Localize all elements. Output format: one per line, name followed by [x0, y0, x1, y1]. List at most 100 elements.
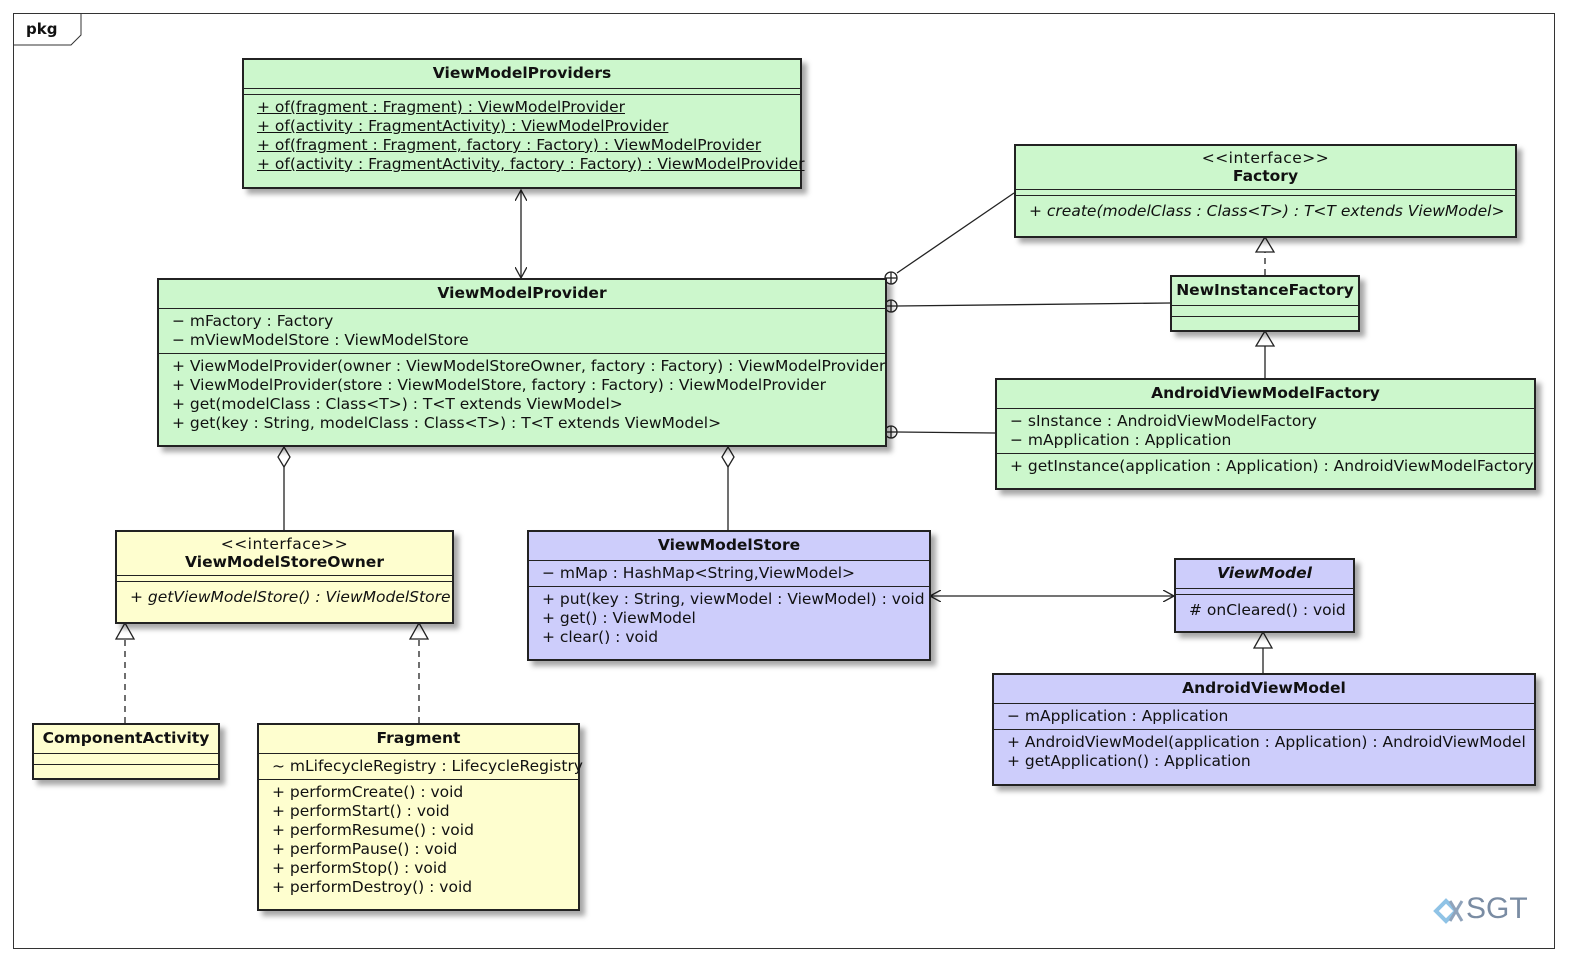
class-viewmodelprovider[interactable]: ViewModelProvider − mFactory : Factory −… [157, 278, 887, 447]
operation: + create(modelClass : Class<T>) : T<T ex… [1029, 202, 1505, 220]
class-viewmodel[interactable]: ViewModel # onCleared() : void [1174, 558, 1355, 633]
class-header: ViewModelProviders [244, 60, 800, 89]
class-header: <<interface>> ViewModelStoreOwner [117, 532, 452, 576]
class-header: Fragment [259, 725, 578, 754]
class-viewmodelproviders[interactable]: ViewModelProviders + of(fragment : Fragm… [242, 58, 805, 189]
attribute: ~ mLifecycleRegistry : LifecycleRegistry [272, 757, 583, 775]
generalization-triangle-viewmodel [1252, 630, 1274, 649]
class-name: ComponentActivity [42, 729, 210, 747]
operation: + of(fragment : Fragment) : ViewModelPro… [257, 98, 625, 116]
class-androidviewmodel[interactable]: AndroidViewModel − mApplication : Applic… [992, 673, 1536, 786]
package-label: pkg [26, 20, 58, 38]
edge-newinstancefactory-nesting [896, 302, 1171, 307]
stereotype: <<interface>> [1201, 149, 1330, 167]
attributes-compartment [1172, 306, 1358, 317]
class-name: ViewModelStoreOwner [185, 553, 384, 571]
class-header: ViewModelProvider [159, 280, 885, 309]
operations-compartment: + create(modelClass : Class<T>) : T<T ex… [1016, 196, 1515, 227]
operation: + ViewModelProvider(store : ViewModelSto… [172, 376, 827, 394]
attribute: − mApplication : Application [1007, 707, 1229, 725]
class-fragment[interactable]: Fragment ~ mLifecycleRegistry : Lifecycl… [257, 723, 583, 911]
operation: + put(key : String, viewModel : ViewMode… [542, 590, 925, 608]
class-newinstancefactory[interactable]: NewInstanceFactory [1170, 275, 1360, 332]
attributes-compartment [1176, 589, 1353, 595]
operation: + get() : ViewModel [542, 609, 696, 627]
attributes-compartment: − mApplication : Application [994, 704, 1534, 730]
operation: + of(activity : FragmentActivity, factor… [257, 155, 805, 173]
operation: + get(key : String, modelClass : Class<T… [172, 414, 722, 432]
operation: + get(modelClass : Class<T>) : T<T exten… [172, 395, 623, 413]
operation: + of(activity : FragmentActivity) : View… [257, 117, 669, 135]
operation: + performCreate() : void [272, 783, 464, 801]
operations-compartment: + getViewModelStore() : ViewModelStore [117, 582, 452, 613]
realization-triangle-owner-left [114, 621, 136, 640]
realization-triangle-factory [1254, 235, 1276, 253]
operations-compartment: + AndroidViewModel(application : Applica… [994, 730, 1534, 774]
class-name: Factory [1232, 167, 1299, 185]
sgt-logo-text: SGT [1466, 892, 1528, 925]
attributes-compartment [1016, 190, 1515, 196]
class-name: ViewModelStore [657, 536, 801, 554]
operations-compartment: + getInstance(application : Application)… [997, 454, 1534, 479]
attribute: − mFactory : Factory [172, 312, 334, 330]
operations-compartment [34, 765, 218, 775]
edge-androidviewmodelfactory-nesting [896, 431, 996, 434]
operations-compartment: + performCreate() : void + performStart(… [259, 780, 578, 900]
operations-compartment: # onCleared() : void [1176, 595, 1353, 626]
operations-compartment: + of(fragment : Fragment) : ViewModelPro… [244, 95, 805, 177]
operation: + getInstance(application : Application)… [1010, 457, 1534, 475]
operation: + performPause() : void [272, 840, 458, 858]
stereotype: <<interface>> [220, 535, 349, 553]
class-name: Fragment [376, 729, 461, 747]
edge-factory-nesting [896, 192, 1015, 274]
attributes-compartment [244, 89, 800, 95]
sgt-logo-icon [1433, 898, 1464, 924]
operation: + ViewModelProvider(owner : ViewModelSto… [172, 357, 886, 375]
class-header: NewInstanceFactory [1172, 277, 1358, 306]
attributes-compartment: ~ mLifecycleRegistry : LifecycleRegistry [259, 754, 583, 780]
operation: + AndroidViewModel(application : Applica… [1007, 733, 1526, 751]
aggregation-diamond-owner [277, 445, 291, 469]
attribute: − mViewModelStore : ViewModelStore [172, 331, 469, 349]
attributes-compartment [117, 576, 452, 582]
operation: + getViewModelStore() : ViewModelStore [130, 588, 451, 606]
class-name: ViewModel [1217, 564, 1312, 582]
operation: + performDestroy() : void [272, 878, 473, 896]
class-header: AndroidViewModelFactory [997, 380, 1534, 409]
interface-factory[interactable]: <<interface>> Factory + create(modelClas… [1014, 144, 1517, 238]
operation: + of(fragment : Fragment, factory : Fact… [257, 136, 762, 154]
attribute: − mMap : HashMap<String,ViewModel> [542, 564, 856, 582]
class-header: ViewModel [1176, 560, 1353, 589]
attributes-compartment: − mMap : HashMap<String,ViewModel> [529, 561, 929, 587]
generalization-triangle-newinstancefactory [1254, 329, 1276, 347]
aggregation-diamond-store [721, 445, 735, 469]
operation: + clear() : void [542, 628, 659, 646]
package-tab [13, 13, 82, 46]
attributes-compartment [34, 754, 218, 765]
class-header: ComponentActivity [34, 725, 218, 754]
attributes-compartment: − sInstance : AndroidViewModelFactory − … [997, 409, 1534, 454]
operations-compartment: + ViewModelProvider(owner : ViewModelSto… [159, 354, 885, 436]
operation: # onCleared() : void [1189, 601, 1346, 619]
class-viewmodelstore[interactable]: ViewModelStore − mMap : HashMap<String,V… [527, 530, 931, 661]
realization-triangle-owner-right [408, 621, 430, 640]
class-name: AndroidViewModel [1182, 679, 1346, 697]
attribute: − mApplication : Application [1010, 431, 1232, 449]
nesting-circle-factory [884, 271, 898, 285]
operation: + performResume() : void [272, 821, 474, 839]
package-frame [13, 13, 1555, 949]
class-componentactivity[interactable]: ComponentActivity [32, 723, 220, 780]
nesting-circle-androidviewmodelfactory [884, 425, 898, 439]
class-header: <<interface>> Factory [1016, 146, 1515, 190]
class-androidviewmodelfactory[interactable]: AndroidViewModelFactory − sInstance : An… [995, 378, 1536, 490]
class-name: ViewModelProvider [437, 284, 607, 302]
class-name: AndroidViewModelFactory [1151, 384, 1380, 402]
class-name: NewInstanceFactory [1176, 281, 1354, 299]
interface-viewmodelstoreowner[interactable]: <<interface>> ViewModelStoreOwner + getV… [115, 530, 454, 624]
operations-compartment: + put(key : String, viewModel : ViewMode… [529, 587, 929, 650]
attribute: − sInstance : AndroidViewModelFactory [1010, 412, 1317, 430]
operation: + getApplication() : Application [1007, 752, 1251, 770]
operation: + performStop() : void [272, 859, 448, 877]
operations-compartment [1172, 317, 1358, 327]
